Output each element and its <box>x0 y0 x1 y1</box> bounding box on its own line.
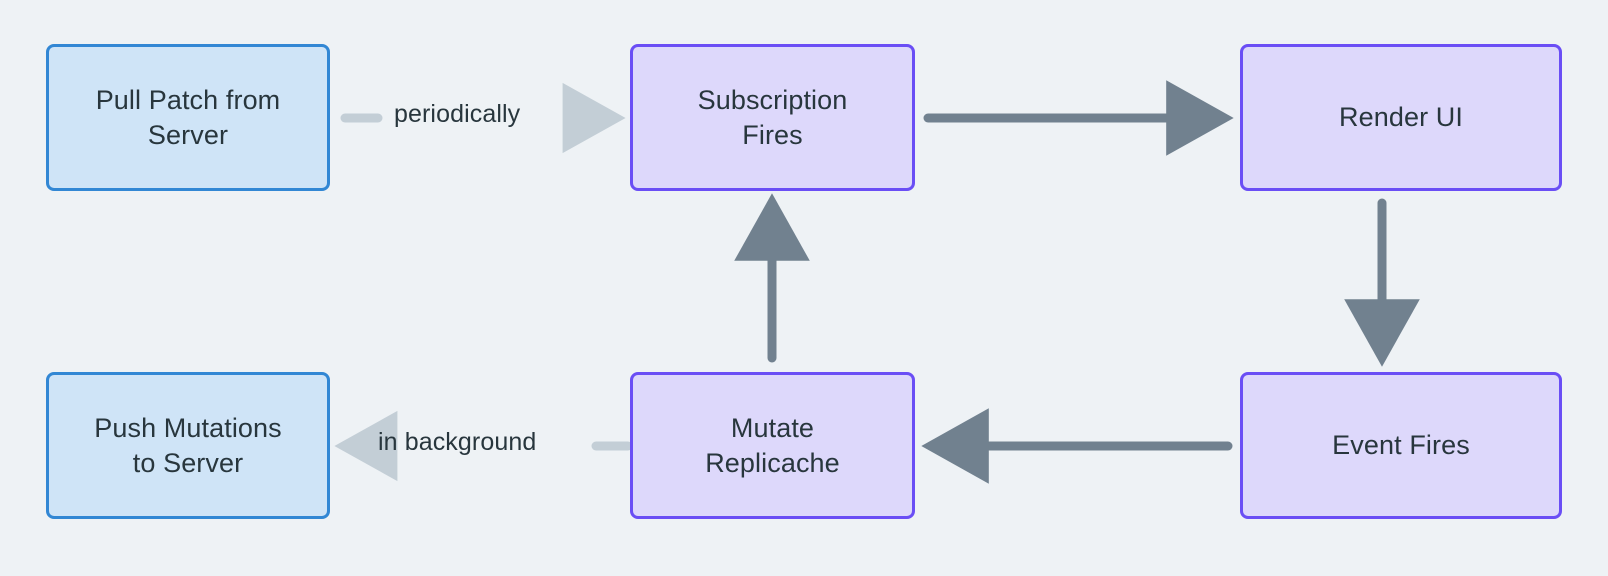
node-mutate-replicache[interactable]: Mutate Replicache <box>630 372 915 519</box>
node-label: Event Fires <box>1332 430 1470 461</box>
node-pull-patch-from-server[interactable]: Pull Patch from Server <box>46 44 330 191</box>
node-label: Subscription Fires <box>697 84 848 150</box>
node-label: Pull Patch from Server <box>95 84 281 150</box>
node-subscription-fires[interactable]: Subscription Fires <box>630 44 915 191</box>
edge-label-periodically: periodically <box>394 100 521 128</box>
node-label: Mutate Replicache <box>705 412 840 478</box>
node-label: Push Mutations to Server <box>94 412 282 478</box>
node-event-fires[interactable]: Event Fires <box>1240 372 1562 519</box>
edge-label-in-background: in background <box>378 428 537 456</box>
node-label: Render UI <box>1339 102 1463 133</box>
node-render-ui[interactable]: Render UI <box>1240 44 1562 191</box>
node-push-mutations-to-server[interactable]: Push Mutations to Server <box>46 372 330 519</box>
